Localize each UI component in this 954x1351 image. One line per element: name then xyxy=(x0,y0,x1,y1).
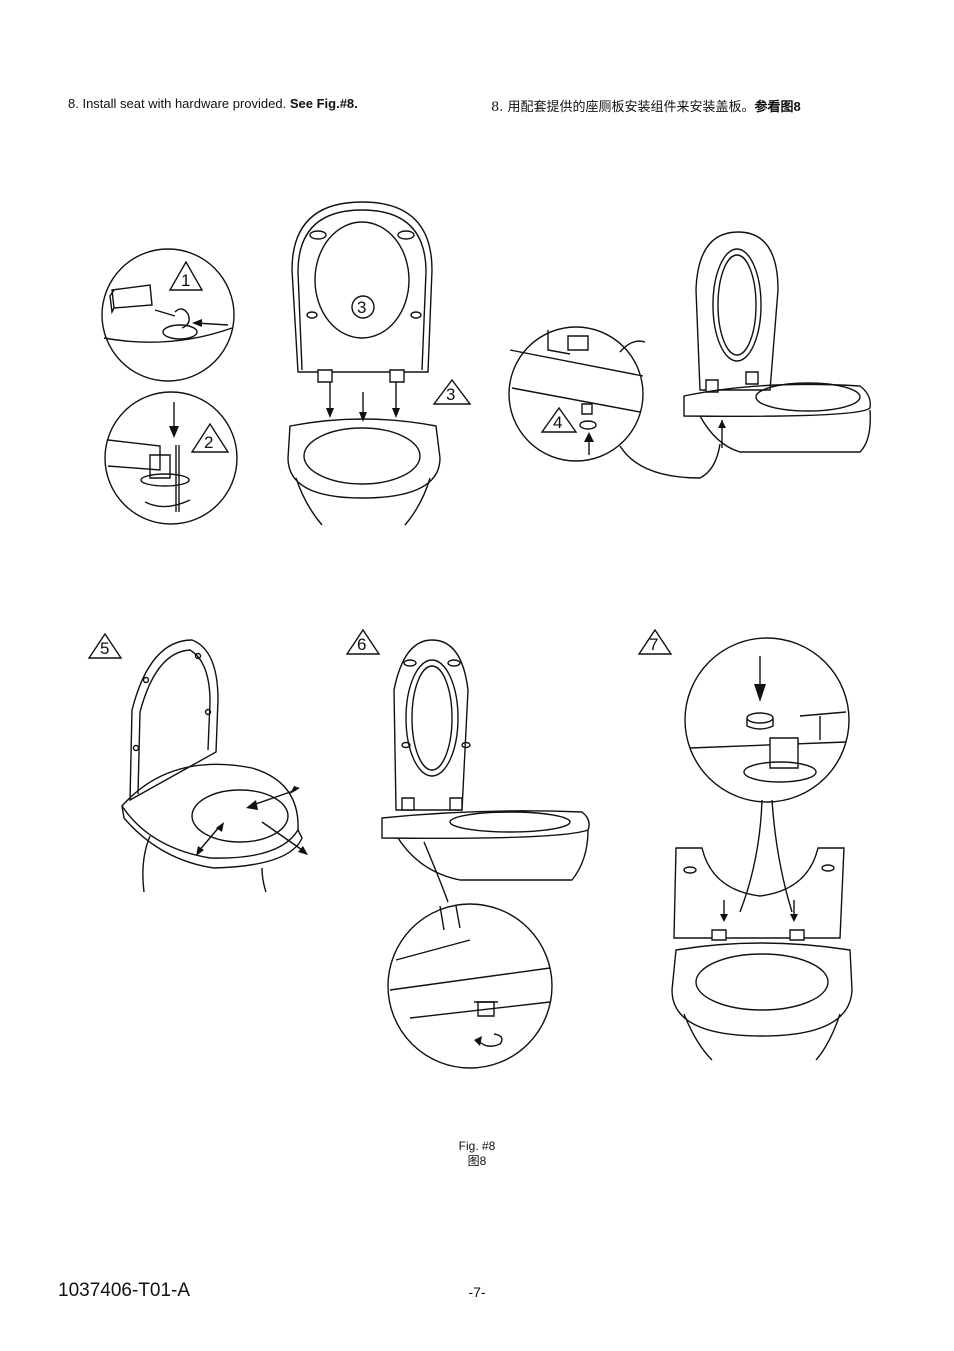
figure-caption-en: Fig. #8 xyxy=(458,1139,496,1153)
step-4-detail: 4 xyxy=(509,327,720,478)
step-4-label: 4 xyxy=(553,413,562,432)
callout-circle-3 xyxy=(352,296,374,318)
step-7-label: 7 xyxy=(649,635,658,654)
instruction-english: 8. Install seat with hardware provided. … xyxy=(68,96,358,111)
document-number: 1037406-T01-A xyxy=(58,1280,191,1301)
step-6-cap-install: 6 xyxy=(347,630,589,1068)
step-5-seat-adjust: 5 xyxy=(89,634,308,892)
step-4-marker xyxy=(542,408,576,432)
page-number: -7- xyxy=(468,1284,486,1300)
step-1-detail: 1 xyxy=(102,249,234,381)
instruction-cn-text: 8. 用配套提供的座厕板安装组件来安装盖板。 xyxy=(491,100,755,115)
figure-caption-cn: 图8 xyxy=(467,1154,487,1168)
instruction-en-text: 8. Install seat with hardware provided. xyxy=(68,96,290,111)
step-7-finish: 7 xyxy=(639,630,852,1060)
step-3-marker xyxy=(434,380,470,404)
step-2-label: 2 xyxy=(204,433,213,452)
step-5-label: 5 xyxy=(100,639,109,658)
instruction-cn-figure-ref: 参看图8 xyxy=(754,99,801,114)
step-6-marker xyxy=(347,630,379,654)
instruction-en-figure-ref: See Fig.#8. xyxy=(289,96,358,111)
step-4-toilet xyxy=(684,232,870,452)
step-3-seat-and-bowl: 3 3 xyxy=(288,202,470,525)
step-7-marker xyxy=(639,630,671,654)
step-3-label: 3 xyxy=(446,385,455,404)
step-5-marker xyxy=(89,634,121,658)
instruction-chinese: 8. 用配套提供的座厕板安装组件来安装盖板。参看图8 xyxy=(491,96,801,115)
step-6-label: 6 xyxy=(357,635,366,654)
step-2-marker xyxy=(192,424,228,452)
callout-3-label: 3 xyxy=(357,298,366,317)
figure-caption: Fig. #8 图8 xyxy=(0,1139,954,1169)
step-2-detail: 2 xyxy=(105,392,237,524)
step-1-marker xyxy=(170,262,202,290)
step-1-label: 1 xyxy=(181,271,190,290)
